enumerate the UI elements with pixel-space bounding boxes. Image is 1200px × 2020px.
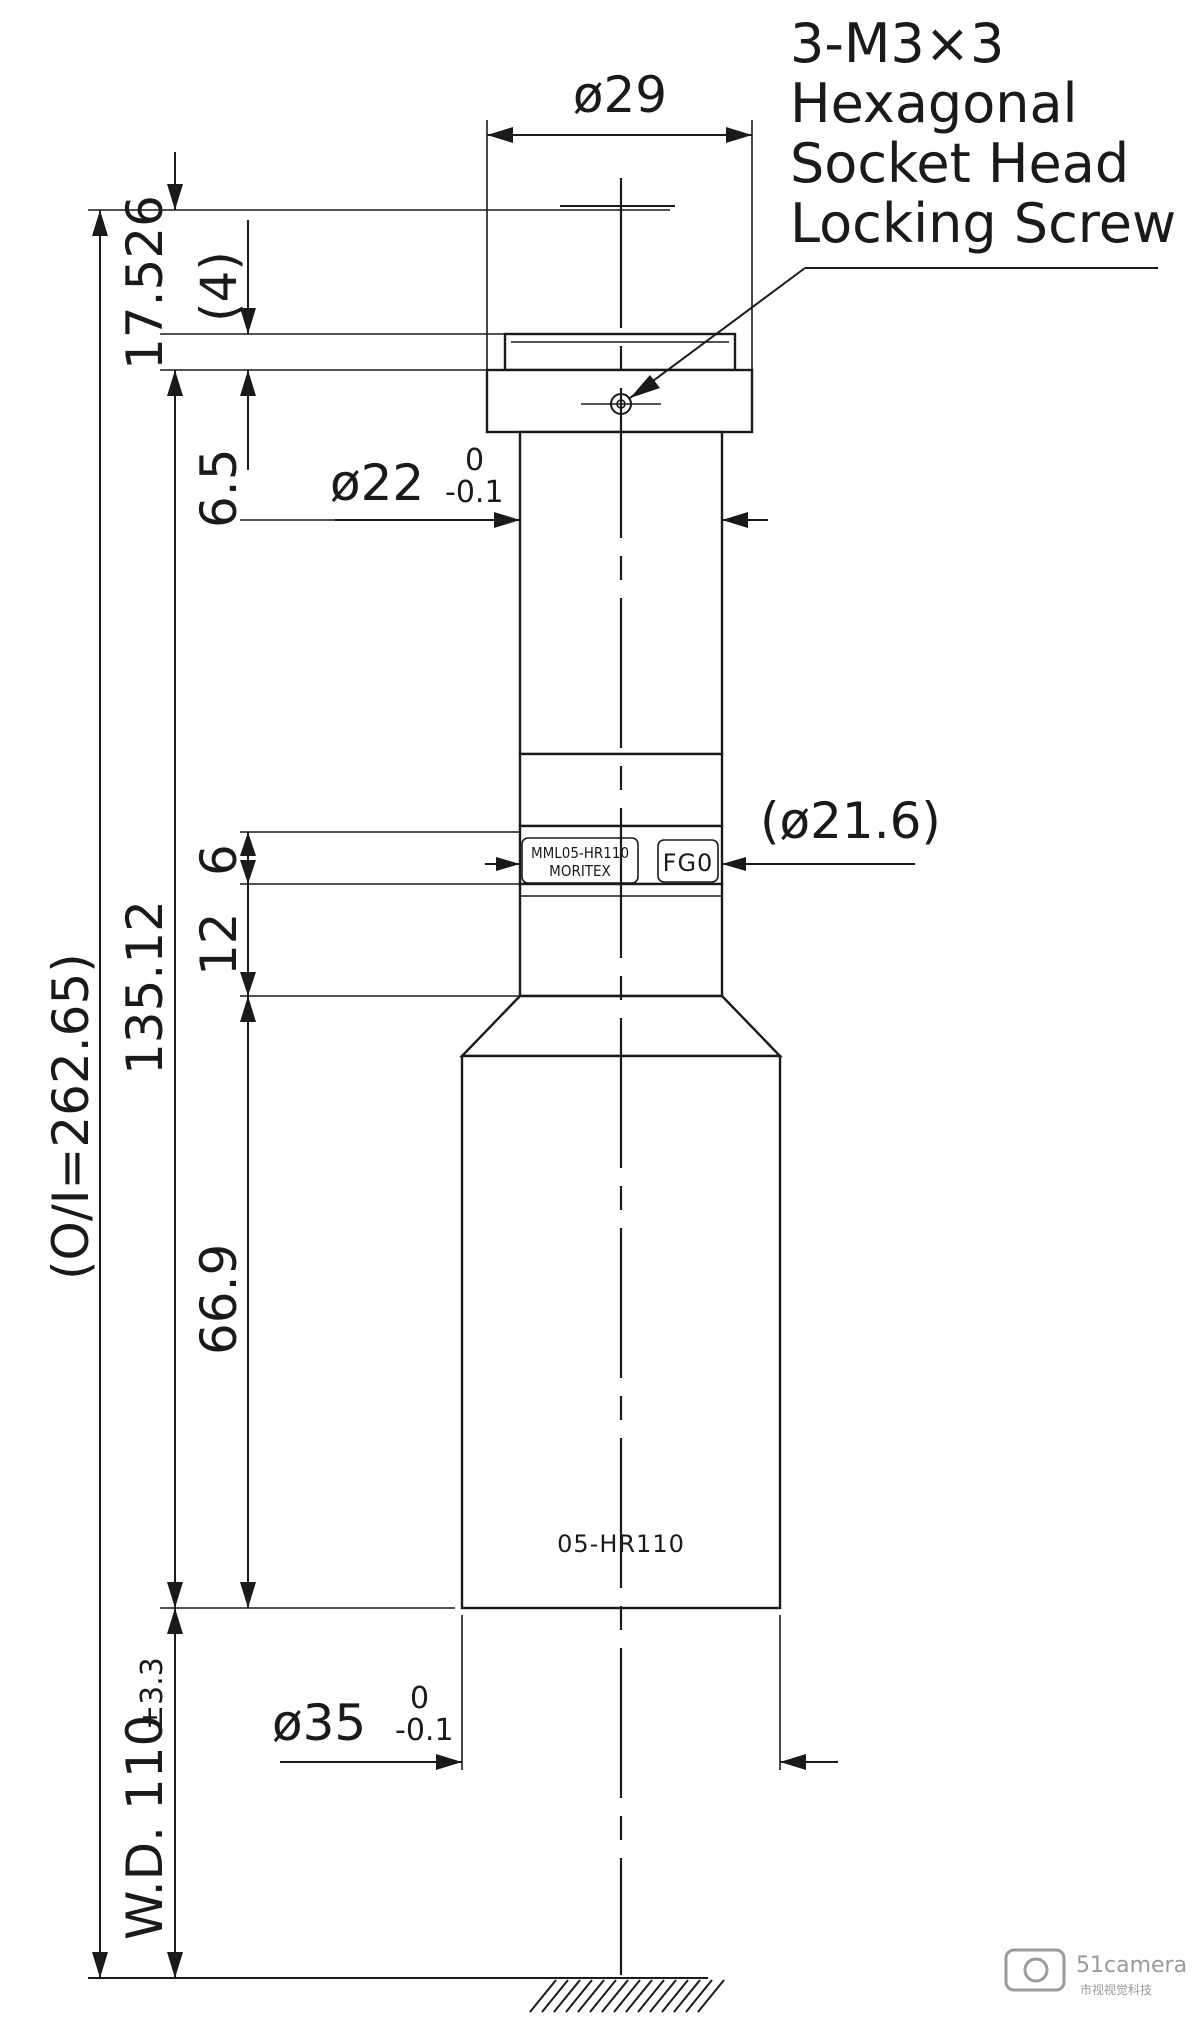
dim-ring2-height: 12 <box>190 912 248 976</box>
screw-note-line4: Locking Screw <box>790 192 1176 255</box>
screw-note-line2: Hexagonal <box>790 72 1078 135</box>
dim-body-length: 135.12 <box>116 900 174 1075</box>
dim-collar-height: 6.5 <box>190 448 248 528</box>
watermark: 51camera 市视视觉科技 <box>1004 1948 1187 1997</box>
front-barrel-marking: 05-HR110 <box>557 1530 685 1558</box>
dim-front-tol-lower: -0.1 <box>395 1713 454 1748</box>
dim-front-length: 66.9 <box>190 1244 248 1355</box>
dim-wd: W.D. 110 <box>116 1715 174 1940</box>
screw-note-line3: Socket Head <box>790 132 1129 195</box>
screw-note: 3-M3×3 Hexagonal Socket Head Locking Scr… <box>790 12 1176 255</box>
dim-mount-diameter: ø22 <box>330 454 424 512</box>
dim-mid-diameter: (ø21.6) <box>760 792 941 850</box>
horizontal-dimensions <box>280 120 915 1770</box>
dim-top-diameter: ø29 <box>573 66 667 124</box>
dim-wd-tol: ±3.3 <box>135 1657 170 1730</box>
dim-ring-height: 6 <box>190 844 248 876</box>
focus-label-box <box>657 839 719 883</box>
watermark-subtitle: 市视视觉科技 <box>1080 1982 1152 1997</box>
locking-screw-symbol <box>581 393 661 415</box>
screw-note-line1: 3-M3×3 <box>790 12 1004 75</box>
model-marking-line1: MML05-HR110 <box>531 844 629 862</box>
dim-front-diameter: ø35 <box>272 1694 366 1752</box>
lens-body <box>459 332 783 1610</box>
model-marking-line2: MORITEX <box>549 862 611 880</box>
focus-marking: FG0 <box>663 849 714 877</box>
dim-total-oi: (O/I=262.65) <box>42 953 100 1280</box>
dim-mount-tol-lower: -0.1 <box>445 475 504 510</box>
dim-mount-tol-upper: 0 <box>465 443 484 478</box>
dim-top-length: 17.526 <box>116 195 174 370</box>
vertical-dimensions <box>88 152 670 1978</box>
working-plane-hatch <box>88 1977 725 2013</box>
dim-front-tol-upper: 0 <box>410 1681 429 1716</box>
watermark-brand: 51camera <box>1076 1953 1187 1978</box>
dim-flange-height: (4) <box>190 251 248 322</box>
camera-logo-icon <box>1004 1948 1066 1992</box>
screw-leader <box>629 267 1158 399</box>
